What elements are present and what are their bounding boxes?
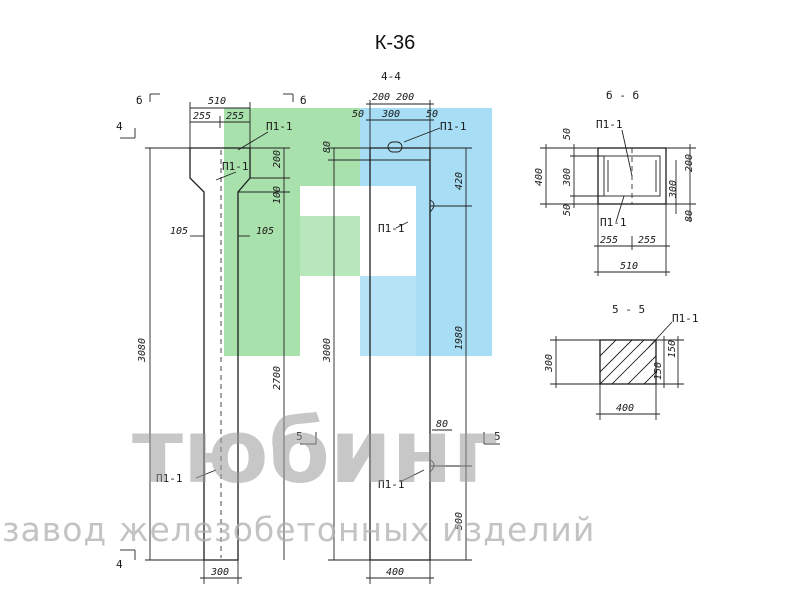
dim-300-right-bb: 300 xyxy=(668,180,679,199)
dim-150a-55: 150 xyxy=(653,362,664,380)
section-5-5-outline xyxy=(599,339,657,385)
label-p1-mid: П1-1 xyxy=(222,160,249,173)
section-5-5-hatch xyxy=(599,339,657,385)
watermark-blue-block-right xyxy=(416,186,492,356)
section-b-b-title: б - б xyxy=(606,89,639,102)
dim-base-width-44: 400 xyxy=(386,567,404,578)
watermark-blue-block-bottom xyxy=(360,276,416,356)
watermark-brand: тюбинг xyxy=(132,400,498,503)
page-title: К-36 xyxy=(374,32,416,54)
label-p1-bottom-44: П1-1 xyxy=(378,478,405,491)
dim-200-bb: 200 xyxy=(684,154,695,172)
section-mark-4-top: 4 xyxy=(116,120,123,133)
label-p1-bottom-bb: П1-1 xyxy=(600,216,627,229)
section-mark-4-bottom: 4 xyxy=(116,558,123,571)
label-p1-top: П1-1 xyxy=(266,120,293,133)
dim-top: 200 xyxy=(272,150,283,168)
elevation-left: 510 255 255 б б 4 4 3080 200 100 2700 10… xyxy=(116,93,307,584)
dim-base-width-55: 400 xyxy=(616,403,634,414)
lifting-loop xyxy=(387,141,403,153)
section-5-5-title: 5 - 5 xyxy=(612,303,645,316)
label-p1-top-bb: П1-1 xyxy=(596,118,623,131)
dim-mid: 100 xyxy=(272,186,283,204)
watermark-green-block-bottom xyxy=(300,216,360,276)
section-b-b: б - б 400 300 50 50 200 300 80 255 255 5… xyxy=(534,89,696,276)
dim-width-right-bb: 255 xyxy=(638,235,656,246)
dim-150b-55: 150 xyxy=(667,340,678,358)
dim-width-half-right: 255 xyxy=(226,111,244,122)
dim-50-bottom-bb: 50 xyxy=(562,204,573,216)
label-p1-55: П1-1 xyxy=(672,312,699,325)
dim-height-total: 3080 xyxy=(137,338,148,363)
dim-width-half-left: 255 xyxy=(193,111,211,122)
section-5-5: 5 - 5 300 150 150 П1-1 400 xyxy=(544,303,699,420)
dim-400-bb: 400 xyxy=(534,168,545,186)
watermark-green-block-left xyxy=(224,186,300,356)
dim-1980: 1980 xyxy=(454,326,465,350)
dim-300-55: 300 xyxy=(544,354,555,373)
dim-50-top-bb: 50 xyxy=(562,128,573,140)
dim-width-total: 510 xyxy=(208,96,226,107)
label-p1-bottom: П1-1 xyxy=(156,472,183,485)
dim-80: 80 xyxy=(322,141,333,153)
label-p1-mid-44: П1-1 xyxy=(378,222,405,235)
dim-height-lower: 2700 xyxy=(272,366,283,390)
dim-chamfer-left: 105 xyxy=(170,226,188,237)
dim-500: 500 xyxy=(454,512,465,530)
dim-300-bb: 300 xyxy=(562,168,573,187)
dim-width-total-bb: 510 xyxy=(620,261,638,272)
dim-50-left: 50 xyxy=(352,109,364,120)
dim-height-3000: 3000 xyxy=(322,338,333,363)
dim-base-width-left: 300 xyxy=(210,567,229,578)
watermark-blue-block-top xyxy=(360,108,492,186)
watermark-tagline: завод железобетонных изделий xyxy=(2,510,595,549)
dim-80-bb: 80 xyxy=(684,210,695,222)
dim-300: 300 xyxy=(381,109,400,120)
section-4-4: 4-4 200 200 300 50 50 80 3000 420 1980 5… xyxy=(296,70,501,584)
label-p1-top-44: П1-1 xyxy=(440,120,467,133)
section-mark-5-right: 5 xyxy=(494,430,501,443)
section-4-4-title: 4-4 xyxy=(381,70,401,83)
dim-chamfer-right: 105 xyxy=(256,226,274,237)
section-mark-b-right: б xyxy=(300,94,307,107)
dim-top-pair: 200 200 xyxy=(372,92,414,103)
watermark-logo xyxy=(224,108,492,356)
section-mark-5-left: 5 xyxy=(296,430,303,443)
section-mark-b-left: б xyxy=(136,94,143,107)
dim-80-low: 80 xyxy=(436,419,448,430)
dim-width-left-bb: 255 xyxy=(600,235,618,246)
dim-50-right: 50 xyxy=(426,109,438,120)
dim-420: 420 xyxy=(454,172,465,190)
watermark-green-block-top xyxy=(224,108,360,186)
